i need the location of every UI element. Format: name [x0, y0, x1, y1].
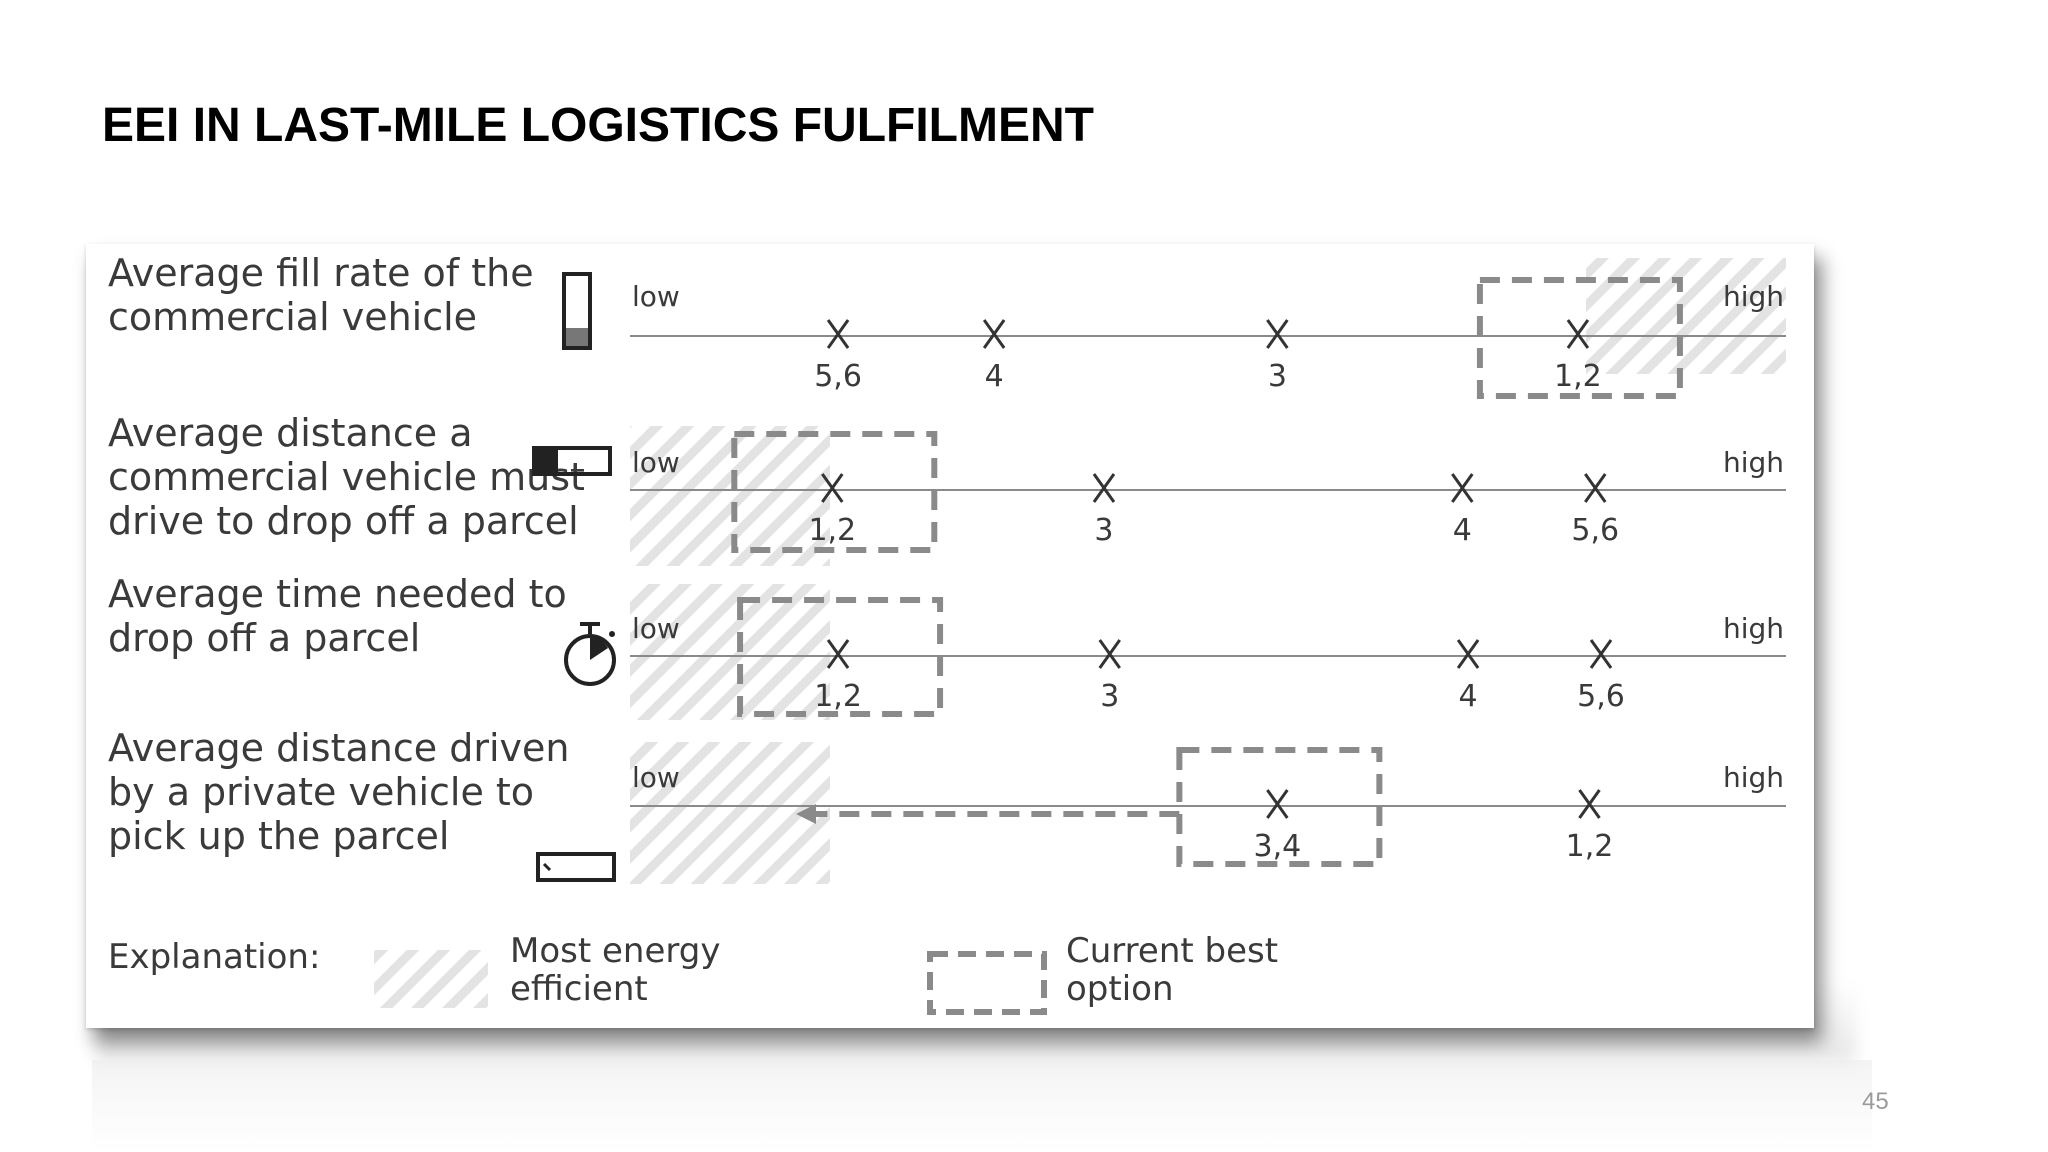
- option-marker: 3: [1098, 639, 1121, 714]
- option-label: 4: [1453, 513, 1472, 548]
- legend-best-label: Current best: [1066, 931, 1278, 971]
- option-label: 4: [985, 359, 1004, 394]
- x-mark-icon: [821, 473, 844, 503]
- most-efficient-hatch-band: [630, 584, 830, 720]
- option-marker: 4: [1451, 473, 1474, 548]
- x-mark-icon: [1584, 473, 1607, 503]
- criterion-label-line: drop off a parcel: [108, 616, 420, 660]
- slide-title: EEI IN LAST-MILE LOGISTICS FULFILMENT: [102, 99, 1094, 152]
- scale-low-label: low: [632, 612, 680, 645]
- legend-hatch-swatch: [374, 950, 488, 1008]
- x-mark-icon: [826, 639, 850, 669]
- option-label: 3: [1100, 679, 1119, 714]
- arrow-head-icon: [796, 804, 816, 824]
- option-marker: 1,2: [1566, 789, 1614, 864]
- option-marker: 5,6: [814, 319, 862, 394]
- option-label: 1,2: [1566, 829, 1614, 864]
- legend-efficient-label: efficient: [510, 969, 648, 1009]
- current-best-box: [1476, 277, 1683, 399]
- most-efficient-hatch-band: [630, 426, 830, 566]
- criterion-label-line: Average time needed to: [108, 572, 567, 616]
- legend-best-label: option: [1066, 969, 1174, 1009]
- x-mark-icon: [826, 319, 850, 349]
- current-best-box: [731, 431, 938, 553]
- distance-bar-icon: [532, 446, 612, 476]
- legend-efficient-label: Most energy: [510, 931, 720, 971]
- criterion-label-line: Average fill rate of the: [108, 251, 534, 295]
- option-marker: 3: [1092, 473, 1116, 548]
- option-label: 3,4: [1254, 829, 1302, 864]
- option-label: 4: [1459, 679, 1478, 714]
- x-mark-icon: [982, 319, 1006, 349]
- option-marker: 5,6: [1577, 639, 1625, 714]
- x-mark-icon: [1098, 639, 1121, 669]
- criterion-label-line: commercial vehicle must: [108, 455, 585, 499]
- criterion-label-line: drive to drop off a parcel: [108, 499, 579, 543]
- x-mark-icon: [1266, 319, 1289, 349]
- page-number: 45: [1862, 1088, 1889, 1115]
- legend-best-swatch: [927, 951, 1047, 1015]
- criterion-label-line: pick up the parcel: [108, 814, 449, 858]
- scale-low-label: low: [632, 280, 680, 313]
- option-marker: 3: [1266, 319, 1289, 394]
- option-marker: 4: [1456, 639, 1480, 714]
- bottom-fade: [92, 1060, 1872, 1152]
- x-mark-icon: [1451, 473, 1474, 503]
- x-mark-icon: [1266, 789, 1289, 819]
- x-mark-icon: [1456, 639, 1480, 669]
- option-label: 1,2: [1554, 359, 1602, 394]
- short-distance-bar-icon: [536, 852, 616, 882]
- x-mark-icon: [1578, 789, 1601, 819]
- fill-rate-gauge-icon: [562, 272, 592, 350]
- current-best-box: [1176, 747, 1383, 867]
- x-mark-icon: [1589, 639, 1613, 669]
- option-marker: 1,2: [1554, 319, 1602, 394]
- x-mark-icon: [1092, 473, 1116, 503]
- current-best-box: [737, 597, 944, 717]
- option-marker: 4: [982, 319, 1006, 394]
- scale-high-label: high: [1723, 612, 1784, 645]
- criterion-label-line: by a private vehicle to: [108, 770, 534, 814]
- option-label: 5,6: [1571, 513, 1619, 548]
- criterion-label-line: Average distance driven: [108, 726, 569, 770]
- option-marker: 1,2: [808, 473, 856, 548]
- scale-low-label: low: [632, 446, 680, 479]
- option-marker: 1,2: [814, 639, 862, 714]
- stopwatch-icon: [564, 622, 616, 686]
- option-label: 3: [1094, 513, 1113, 548]
- scale-high-label: high: [1723, 761, 1784, 794]
- option-label: 5,6: [1577, 679, 1625, 714]
- legend-title: Explanation:: [108, 937, 320, 977]
- scale-high-label: high: [1723, 280, 1784, 313]
- option-label: 1,2: [814, 679, 862, 714]
- most-efficient-hatch-band: [1586, 258, 1786, 374]
- option-label: 5,6: [814, 359, 862, 394]
- option-label: 3: [1268, 359, 1287, 394]
- option-label: 1,2: [808, 513, 856, 548]
- scale-low-label: low: [632, 761, 680, 794]
- option-marker: 3,4: [1254, 789, 1302, 864]
- criterion-label-line: Average distance a: [108, 411, 473, 455]
- most-efficient-hatch-band: [630, 742, 830, 884]
- option-marker: 5,6: [1571, 473, 1619, 548]
- scale-high-label: high: [1723, 446, 1784, 479]
- x-mark-icon: [1566, 319, 1590, 349]
- criterion-label-line: commercial vehicle: [108, 295, 477, 339]
